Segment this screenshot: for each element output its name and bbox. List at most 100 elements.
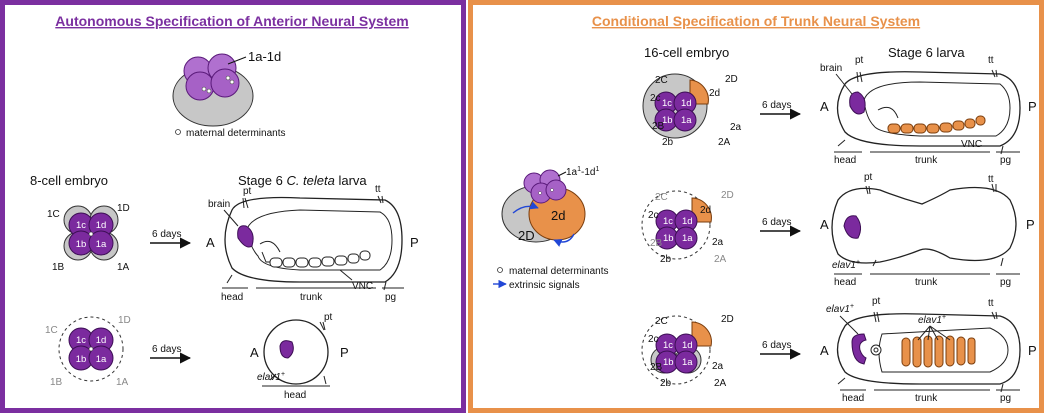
r3-cell-2b: 2b <box>660 378 672 389</box>
sixteen-cell-embryo-3: 1c 1d 1b 1a 2C 2D 2c 2B 2a 2b 2A <box>641 314 734 389</box>
r1-cell-1c: 1c <box>662 98 672 109</box>
left-arrow-1-label: 6 days <box>152 229 181 240</box>
r3-tt-label: tt <box>988 298 994 309</box>
r1-cell-1d: 1d <box>681 98 692 109</box>
right-arrow-3-label: 6 days <box>762 340 791 351</box>
maternal-determinant-dot-icon <box>175 129 181 135</box>
left-arrow-2-label: 6 days <box>152 344 181 355</box>
r2-cell-2B: 2B <box>650 238 663 249</box>
ablated-cell-1c: 1c <box>76 335 86 346</box>
r2-cell-2a: 2a <box>712 237 724 248</box>
right-vnc-segments-3 <box>901 335 976 368</box>
right-panel-title: Conditional Specification of Trunk Neura… <box>592 13 920 29</box>
r3-cell-2B: 2B <box>650 362 663 373</box>
ablated-elav-label: elav1+ <box>257 371 285 383</box>
right-larva-3 <box>836 311 1021 393</box>
left-trunk-label: trunk <box>300 292 323 303</box>
r1-tt-label: tt <box>988 55 994 66</box>
left-top-embryo: 1a-1d <box>172 49 281 127</box>
cell-1A: 1A <box>117 262 130 273</box>
left-anterior-label: A <box>206 235 215 250</box>
r3-elav-trunk-label: elav1+ <box>918 314 946 326</box>
r2-posterior-label: P <box>1026 217 1035 232</box>
right-maternal-dot-icon <box>497 267 503 273</box>
ablated-cell-1d: 1d <box>96 335 107 346</box>
eight-cell-embryo-ablated: 1c 1d 1b 1a 1C 1D 1B 1A <box>45 315 131 388</box>
r2-tt-label: tt <box>988 174 994 185</box>
r2-cell-2c: 2c <box>648 210 659 221</box>
cell-1B: 1B <box>52 262 65 273</box>
r2-trunk-label: trunk <box>915 277 938 288</box>
r1-cell-2c: 2c <box>650 93 661 104</box>
right-vnc-segments-1 <box>887 115 986 134</box>
left-vnc-label: VNC <box>352 281 373 292</box>
left-larva-title: Stage 6 C. teleta larva <box>238 173 367 188</box>
eight-cell-embryo: 1c 1d 1b 1a 1C 1D 1B 1A <box>47 203 130 273</box>
r1-posterior-label: P <box>1028 99 1037 114</box>
cell-1a: 1a <box>96 239 107 250</box>
left-head-label: head <box>221 292 243 303</box>
right-legend-extrinsic: extrinsic signals <box>509 280 580 291</box>
r3-cell-1c: 1c <box>663 340 673 351</box>
r2-cell-1c: 1c <box>663 216 673 227</box>
center-2d-label: 2d <box>551 208 565 223</box>
left-larva <box>224 195 403 291</box>
r3-head-label: head <box>842 393 864 404</box>
cell-1D: 1D <box>117 203 130 214</box>
cell-1b: 1b <box>76 239 87 250</box>
right-center-embryo: 1a1-1d1 2d 2D <box>501 166 599 247</box>
r2-anterior-label: A <box>820 217 829 232</box>
left-panel: Autonomous Specification of Anterior Neu… <box>0 0 466 413</box>
r3-cell-1b: 1b <box>663 357 674 368</box>
r2-pg-label: pg <box>1000 277 1011 288</box>
r1-cell-2D: 2D <box>725 74 738 85</box>
r2-cell-2C: 2C <box>655 192 668 203</box>
r3-posterior-label: P <box>1028 343 1037 358</box>
r2-cell-1a: 1a <box>682 233 693 244</box>
left-legend-maternal: maternal determinants <box>186 128 286 139</box>
ablated-posterior-label: P <box>340 345 349 360</box>
r2-cell-2D: 2D <box>721 190 734 201</box>
r1-pg-label: pg <box>1000 155 1011 166</box>
ablated-cell-1b: 1b <box>76 354 87 365</box>
r1-cell-2d: 2d <box>709 88 720 99</box>
r1-head-label: head <box>834 155 856 166</box>
sixteen-cell-embryo-1: 2d 1c 1d 1b 1a 2C 2D 2c 2B 2a 2b 2A <box>642 73 742 148</box>
r1-cell-1a: 1a <box>681 115 692 126</box>
eight-cell-title: 8-cell embryo <box>30 173 108 188</box>
r2-cell-1b: 1b <box>663 233 674 244</box>
left-panel-title: Autonomous Specification of Anterior Neu… <box>55 13 408 29</box>
r3-cell-2a: 2a <box>712 361 724 372</box>
r3-anterior-label: A <box>820 343 829 358</box>
right-legend-maternal: maternal determinants <box>509 266 609 277</box>
cell-1C: 1C <box>47 209 60 220</box>
left-pt-label: pt <box>243 186 252 197</box>
right-larva-2 <box>831 183 1017 267</box>
r1-cell-2B: 2B <box>652 121 665 132</box>
left-tt-label: tt <box>375 184 381 195</box>
r3-cell-1a: 1a <box>682 357 693 368</box>
center-2D-label: 2D <box>518 228 535 243</box>
r3-cell-2A: 2A <box>714 378 727 389</box>
r1-cell-2A: 2A <box>718 137 731 148</box>
r1-brain-label: brain <box>820 63 842 74</box>
r3-trunk-label: trunk <box>915 393 938 404</box>
top-embryo-label: 1a-1d <box>248 49 281 64</box>
left-pg-label: pg <box>385 292 396 303</box>
center-embryo-label: 1a1-1d1 <box>566 166 599 178</box>
r1-vnc-label: VNC <box>961 139 982 150</box>
right-larva-1 <box>836 69 1021 155</box>
r3-pg-label: pg <box>1000 393 1011 404</box>
r1-cell-2a: 2a <box>730 122 742 133</box>
r2-cell-2d: 2d <box>700 205 711 216</box>
r3-cell-1d: 1d <box>682 340 693 351</box>
r1-anterior-label: A <box>820 99 829 114</box>
right-arrow-2-label: 6 days <box>762 217 791 228</box>
r2-pt-label: pt <box>864 172 873 183</box>
r2-cell-1d: 1d <box>682 216 693 227</box>
ablated-cell-1C: 1C <box>45 325 58 336</box>
r3-cell-2D: 2D <box>721 314 734 325</box>
cell-1c: 1c <box>76 220 86 231</box>
r2-head-label: head <box>834 277 856 288</box>
